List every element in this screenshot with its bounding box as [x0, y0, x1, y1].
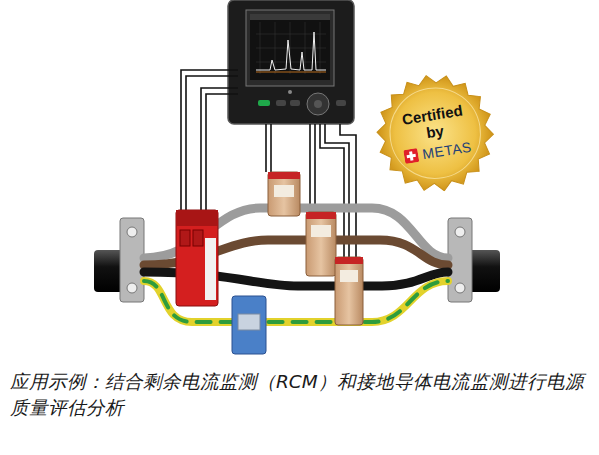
figure-caption: 应用示例：结合剩余电流监测（RCM）和接地导体电流监测进行电源质量评估分析	[10, 369, 592, 421]
conductors	[144, 208, 448, 322]
rcm-module	[176, 210, 218, 306]
analyzer-device	[228, 0, 354, 124]
certification-badge: Certified byMETAS	[367, 65, 502, 200]
swiss-flag	[404, 148, 420, 164]
current-transformers	[232, 172, 363, 354]
